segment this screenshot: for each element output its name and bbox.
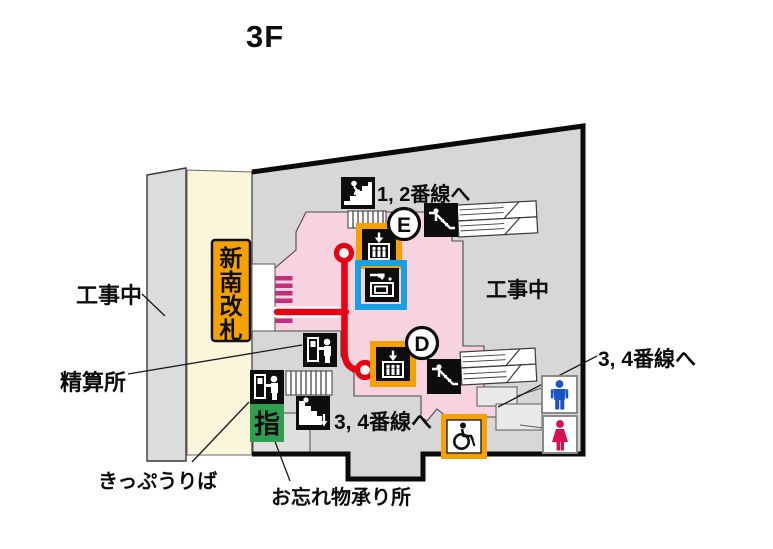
elevator-d-icon <box>376 347 410 381</box>
svg-text:指: 指 <box>254 409 280 439</box>
charge-machine-highlight <box>355 260 407 310</box>
stairs-up-icon <box>341 177 375 209</box>
platform-channels-mid <box>459 347 538 386</box>
label-construction-left: 工事中 <box>76 283 142 308</box>
svg-text:新: 新 <box>220 245 243 271</box>
label-ticket-counter: きっぷうりば <box>98 470 217 493</box>
gate-corridor <box>251 263 276 332</box>
corridor-line-lower <box>519 424 544 429</box>
label-tracks-1-2: 1, 2番線へ <box>377 182 470 206</box>
corridor-room-lower <box>495 403 543 431</box>
svg-text:改: 改 <box>220 293 243 319</box>
stairs-down-icon <box>296 396 330 430</box>
toilet-male-icon <box>541 375 578 414</box>
reserved-ticket-sign: 指 <box>250 404 284 442</box>
building-outline <box>251 123 586 482</box>
svg-text:南: 南 <box>220 269 243 295</box>
platform-channels-top <box>456 200 539 238</box>
leader-fare-adjustment <box>127 344 303 375</box>
escalator-icon-bottom <box>427 359 461 394</box>
elevator-d-badge: D <box>404 325 440 361</box>
ticket-gate-stripes <box>275 276 293 323</box>
new-south-gate-sign: 新 南 改 札 <box>210 238 252 343</box>
left-building-under-construction <box>146 167 187 462</box>
toilet-female-icon <box>542 415 578 454</box>
fare-machine-icon-1 <box>303 333 337 367</box>
label-construction-right: 工事中 <box>486 278 549 302</box>
leader-construction-left <box>141 293 166 317</box>
elevator-e-badge: E <box>386 206 422 242</box>
wheelchair-icon <box>441 414 487 459</box>
label-tracks-3-4-center: 3, 4番線へ <box>334 410 432 434</box>
page-title: 3F <box>246 19 284 54</box>
escalator-icon-top <box>424 203 458 237</box>
label-fare-adjustment: 精算所 <box>60 370 126 395</box>
svg-text:札: 札 <box>219 317 243 343</box>
label-tracks-3-4-right: 3, 4番線へ <box>598 347 696 371</box>
corridor-room-upper <box>476 386 518 407</box>
route-start-ring <box>333 242 355 264</box>
charge-machine-icon <box>365 268 399 302</box>
svg-text:D: D <box>414 333 429 356</box>
fare-machine-icon-2 <box>250 370 284 404</box>
elevator-e-icon <box>362 229 396 263</box>
staircase-hatch-mid <box>285 370 333 396</box>
svg-text:E: E <box>397 214 411 237</box>
route-line <box>271 242 376 381</box>
label-lost-and-found: お忘れ物承り所 <box>271 485 411 509</box>
leader-ticket-counter <box>191 401 250 463</box>
